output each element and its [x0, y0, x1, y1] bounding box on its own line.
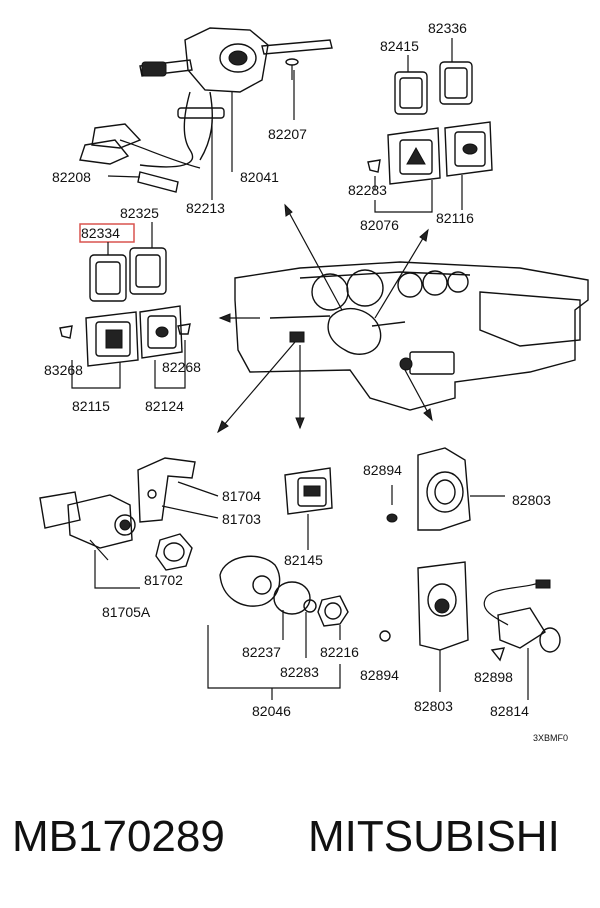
bracket-82803-lower [417, 561, 469, 651]
label-82803-lower: 82803 [414, 698, 453, 714]
label-81704: 81704 [222, 488, 261, 504]
screw-82207 [285, 58, 299, 120]
cigar-lighter-82814 [483, 579, 561, 662]
switch-82145 [284, 467, 333, 515]
label-82334: 82334 [81, 225, 120, 241]
dashboard-assembly [234, 261, 589, 411]
label-83268: 83268 [44, 362, 83, 378]
label-82814: 82814 [490, 703, 529, 719]
label-82076: 82076 [360, 217, 399, 233]
label-82415: 82415 [380, 38, 419, 54]
screw-82894-upper [386, 485, 398, 523]
switch-covers-top-right [394, 61, 473, 115]
label-82803-upper: 82803 [512, 492, 551, 508]
label-82213: 82213 [186, 200, 225, 216]
pin-82208 [107, 171, 179, 193]
label-82208: 82208 [52, 169, 91, 185]
label-82145: 82145 [284, 552, 323, 568]
switches-82076-82116 [367, 121, 493, 185]
label-81703: 81703 [222, 511, 261, 527]
label-82894-upper: 82894 [363, 462, 402, 478]
label-82283-bottom: 82283 [280, 664, 319, 680]
combination-switch [79, 27, 333, 169]
switch-covers-left [89, 247, 167, 302]
label-82898: 82898 [474, 669, 513, 685]
label-82046: 82046 [252, 703, 291, 719]
knob-81702 [155, 533, 193, 571]
highlight-box-82334 [79, 223, 135, 243]
switches-82115-82124 [59, 305, 191, 367]
diagram-code: 3XBMF0 [533, 733, 568, 743]
label-82237: 82237 [242, 644, 281, 660]
label-82268: 82268 [162, 359, 201, 375]
label-82216: 82216 [320, 644, 359, 660]
part-number: MB170289 [12, 812, 225, 861]
label-82116: 82116 [436, 210, 474, 226]
screw-82894-lower [379, 630, 391, 642]
label-82115: 82115 [72, 398, 110, 414]
footer: MB170289 MITSUBISHI [0, 800, 600, 880]
label-82207: 82207 [268, 126, 307, 142]
label-82283-top: 82283 [348, 182, 387, 198]
arrows [217, 203, 433, 434]
brand-name: MITSUBISHI [308, 812, 560, 861]
label-82124: 82124 [145, 398, 184, 414]
label-82894-lower: 82894 [360, 667, 399, 683]
label-81705A: 81705A [102, 604, 151, 620]
parts-diagram: 82336 82415 82207 82208 82041 82213 8228… [39, 20, 589, 743]
label-82325: 82325 [120, 205, 159, 221]
label-81702: 81702 [144, 572, 183, 588]
ignition-switch-82046 [219, 555, 349, 627]
label-82336: 82336 [428, 20, 467, 36]
label-82041: 82041 [240, 169, 279, 185]
bracket-82803-upper [417, 447, 471, 531]
bracket-81703-81704 [137, 457, 196, 523]
switch-81705A [39, 491, 136, 561]
